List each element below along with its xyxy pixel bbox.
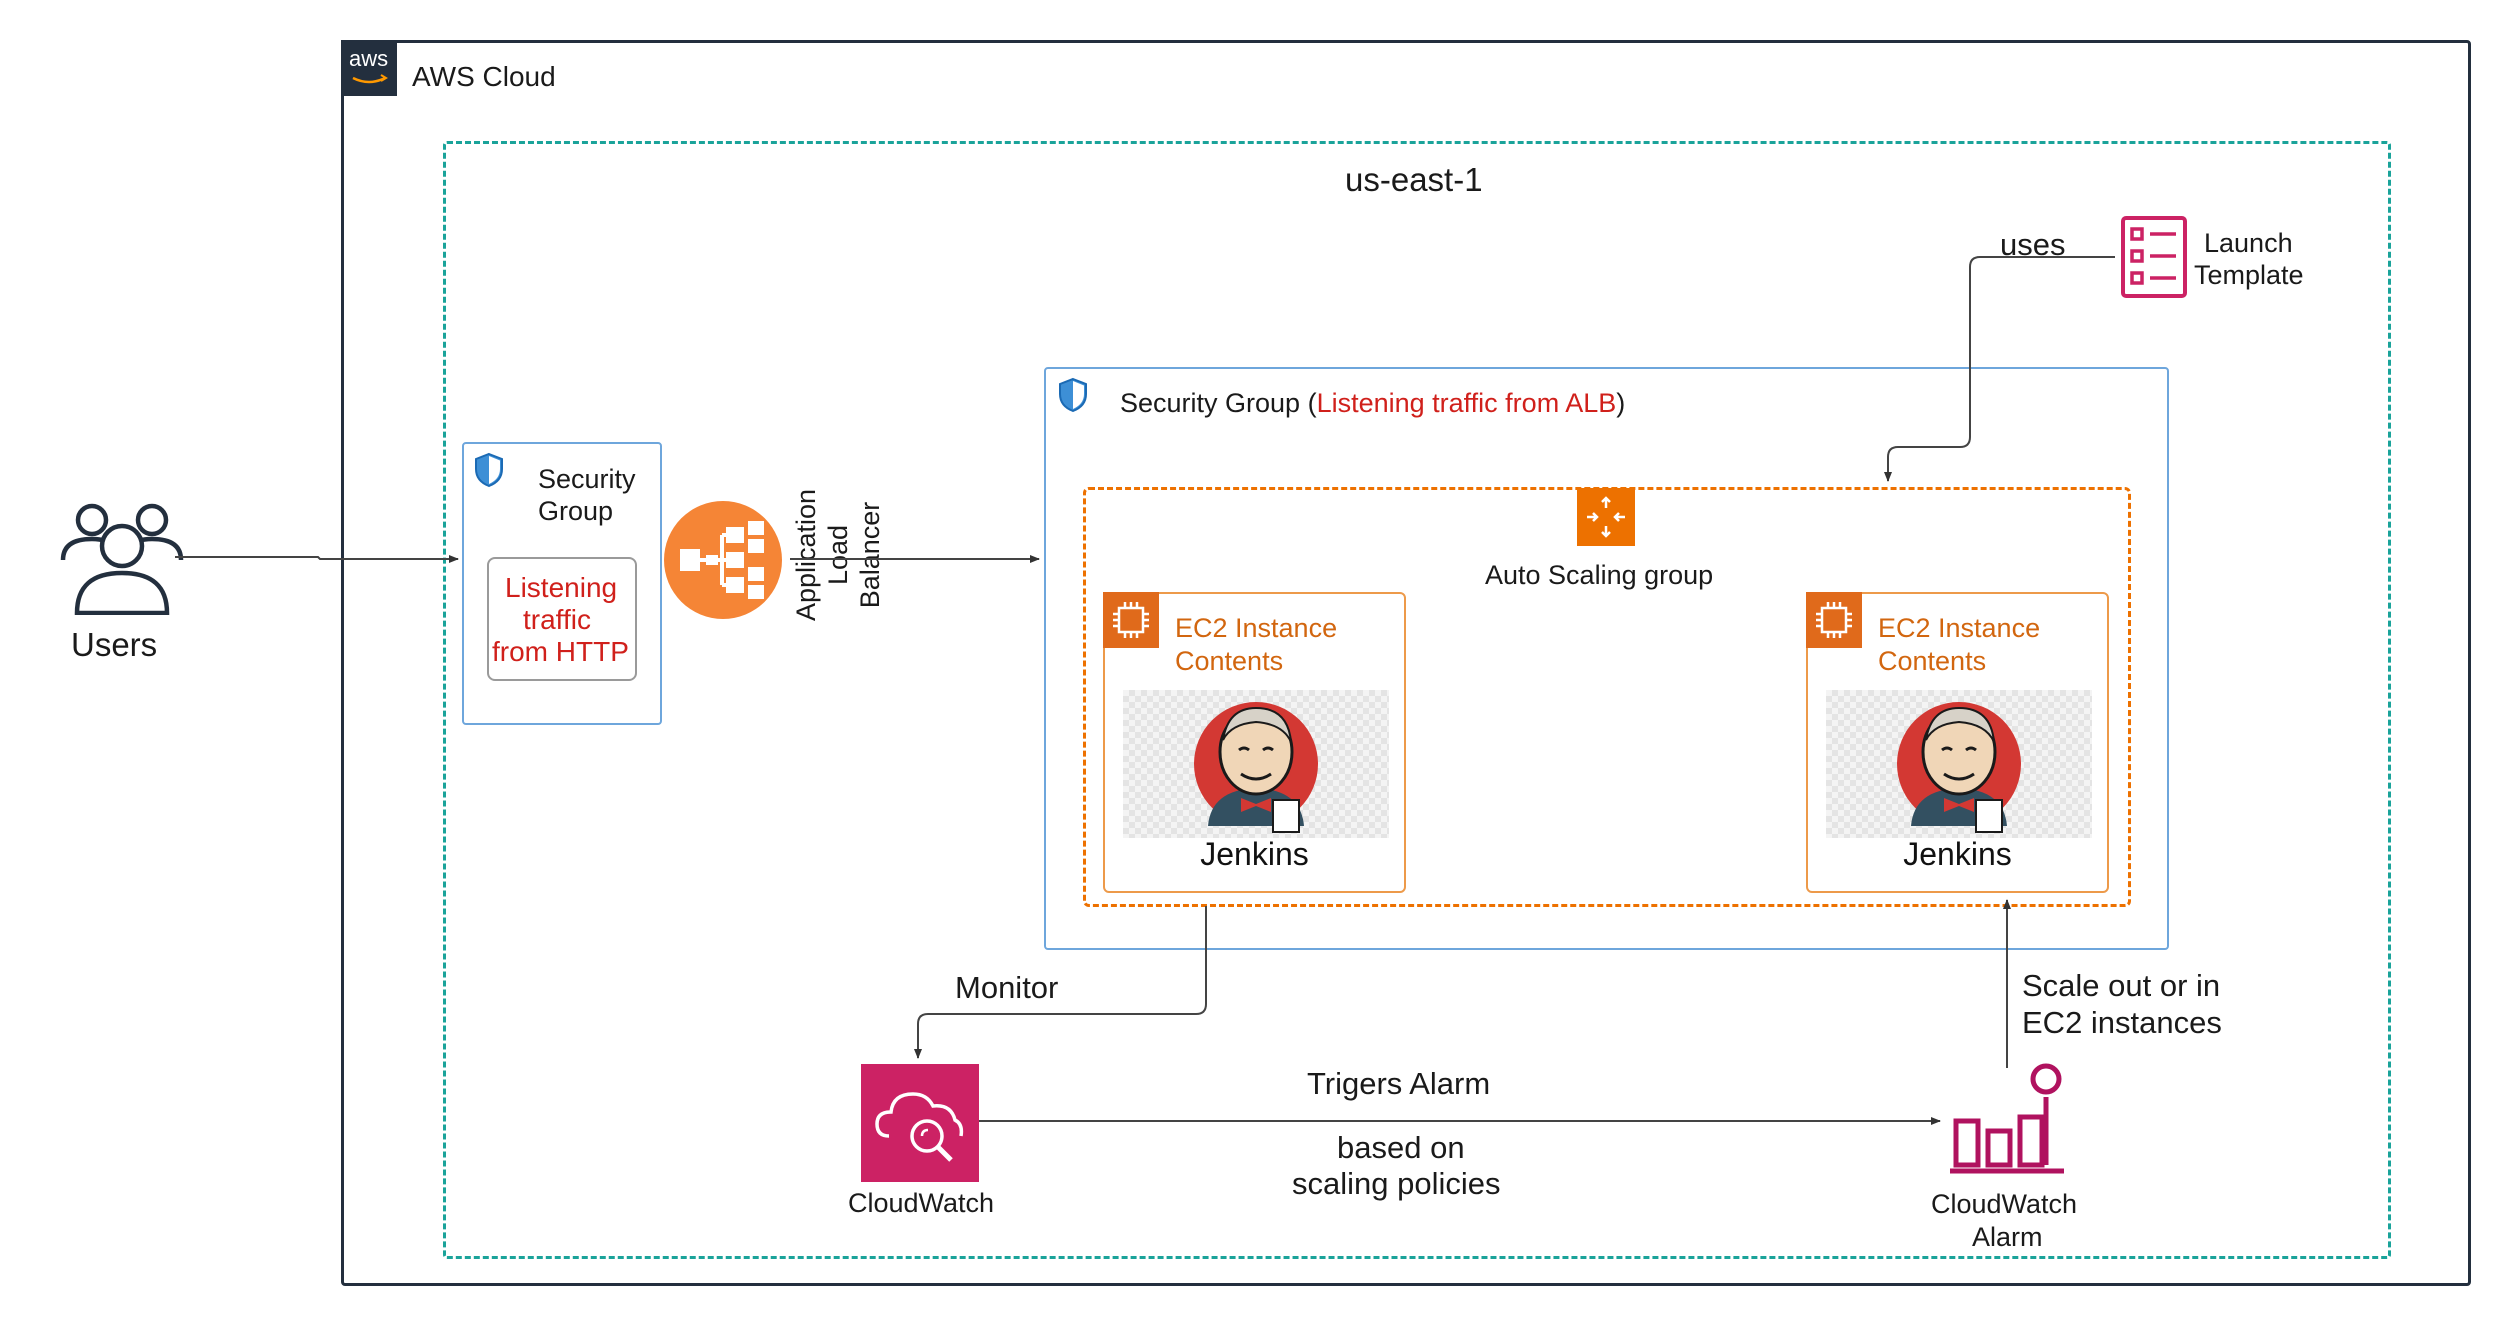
security-group-left-title-2: Group [538, 496, 614, 526]
security-group-left [462, 442, 662, 725]
cloudwatch-alarm-label-1: CloudWatch [1931, 1189, 2078, 1219]
jenkins-logo-icon [1826, 690, 2092, 838]
scale-edge-label-2: EC2 instances [2022, 1005, 2222, 1040]
scale-edge-label-1: Scale out or in [2022, 968, 2221, 1003]
security-group-right [1044, 367, 2169, 950]
scaling-policies-label-2: scaling policies [1292, 1166, 1501, 1201]
cloudwatch-alarm-icon [1950, 1063, 2064, 1174]
ec2-chip-icon [1103, 592, 1159, 648]
security-group-left-title-1: Security [538, 464, 636, 494]
auto-scaling-icon [1577, 488, 1635, 546]
scaling-policies-label-1: based on [1337, 1130, 1465, 1165]
ec2-chip-icon [1806, 592, 1862, 648]
shield-icon [1059, 377, 1087, 413]
aws-logo-icon: aws [341, 40, 397, 96]
cloudwatch-label: CloudWatch [848, 1188, 995, 1218]
jenkins-label: Jenkins [1903, 836, 2012, 872]
launch-template-label-1: Launch [2204, 228, 2293, 258]
load-balancer-label: Application Load Balancer [791, 488, 885, 622]
shield-icon [475, 452, 503, 488]
listening-rule-box [487, 557, 637, 681]
launch-template-icon [2121, 216, 2187, 298]
launch-template-label-2: Template [2194, 260, 2304, 290]
listening-rule-line-1: Listening [505, 572, 618, 603]
region-label: us-east-1 [1345, 161, 1483, 198]
uses-edge-label: uses [2000, 227, 2066, 262]
triggers-alarm-edge-label: Trigers Alarm [1307, 1066, 1491, 1101]
security-group-right-title: Security Group (Listening traffic from A… [1120, 388, 1626, 418]
aws-cloud-group [341, 40, 2471, 1286]
listening-rule-line-3: from HTTP [492, 636, 629, 667]
users-icon [60, 503, 184, 615]
cloudwatch-alarm-label-2: Alarm [1972, 1222, 2043, 1252]
monitor-edge-label: Monitor [955, 970, 1059, 1005]
listening-rule-line-2: traffic [523, 604, 591, 635]
aws-cloud-label: AWS Cloud [412, 61, 556, 92]
users-label: Users [71, 626, 158, 663]
jenkins-label: Jenkins [1200, 836, 1309, 872]
load-balancer-icon [664, 501, 782, 619]
cloudwatch-icon [861, 1064, 979, 1182]
auto-scaling-group-label: Auto Scaling group [1485, 560, 1714, 590]
region-group [443, 141, 2391, 1259]
jenkins-logo-icon [1123, 690, 1389, 838]
